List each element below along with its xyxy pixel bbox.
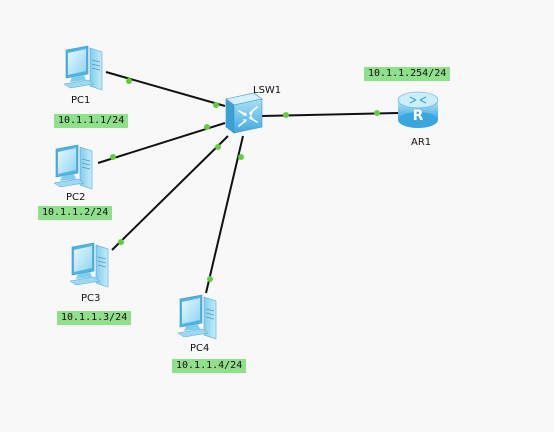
port-dot: [213, 102, 219, 108]
pc4-label: PC4: [190, 343, 210, 354]
pc2-ip-label: 10.1.1.2/24: [38, 206, 113, 220]
link-pc1-lsw1: [105, 71, 226, 107]
pc3-ip-label: 10.1.1.3/24: [57, 311, 132, 325]
port-dot: [374, 110, 380, 116]
port-dot: [118, 239, 124, 245]
lsw1-label: LSW1: [253, 85, 282, 96]
port-dot: [207, 276, 213, 282]
port-dot: [204, 124, 210, 130]
pc1-label: PC1: [71, 95, 91, 106]
link-pc2-lsw1: [97, 122, 226, 164]
pc2-label: PC2: [66, 192, 86, 203]
link-pc4-lsw1: [205, 135, 244, 294]
port-dot: [238, 154, 244, 160]
ar1-ip-label: 10.1.1.254/24: [364, 67, 451, 81]
ar1-label: AR1: [411, 137, 432, 148]
pc1-ip-label: 10.1.1.1/24: [54, 114, 129, 128]
pc3-label: PC3: [81, 293, 101, 304]
port-dot: [126, 78, 132, 84]
svg-text:R: R: [413, 108, 424, 124]
link-pc3-lsw1: [111, 135, 229, 251]
port-dot: [283, 112, 289, 118]
port-dot: [110, 154, 116, 160]
pc-icon[interactable]: [177, 294, 217, 340]
port-dot: [215, 144, 221, 150]
port-indicators: [110, 78, 380, 282]
pc-icon[interactable]: [69, 242, 109, 288]
pc-icon[interactable]: [63, 45, 103, 91]
pc4-ip-label: 10.1.1.4/24: [172, 359, 247, 373]
pc-icon[interactable]: [53, 144, 93, 190]
switch-icon[interactable]: [225, 92, 263, 134]
router-icon[interactable]: R: [397, 91, 439, 128]
